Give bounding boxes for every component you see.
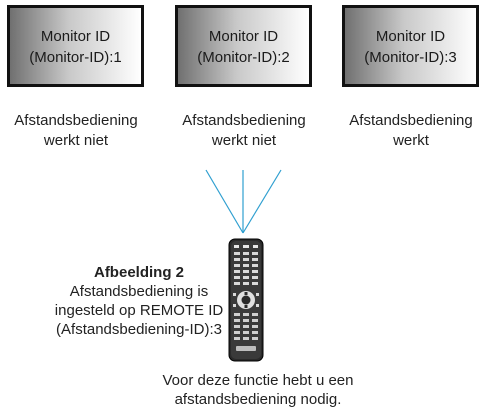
figure-caption: Afbeelding 2 Afstandsbediening is ingest…: [8, 263, 270, 339]
monitor-id-value: (Monitor-ID):2: [197, 49, 290, 66]
monitor-1: Monitor ID (Monitor-ID):1: [7, 5, 144, 87]
status-line: werkt niet: [43, 132, 109, 149]
monitor-2: Monitor ID (Monitor-ID):2: [175, 5, 312, 87]
footnote: Voor deze functie hebt u een afstandsbed…: [108, 371, 408, 409]
monitor-id-value: (Monitor-ID):1: [29, 49, 122, 66]
monitor-3: Monitor ID (Monitor-ID):3: [342, 5, 479, 87]
caption-line: ingesteld op REMOTE ID: [54, 302, 224, 319]
status-line: Afstandsbediening: [182, 112, 306, 129]
caption-line: (Afstandsbediening-ID):3: [56, 321, 222, 338]
monitor-3-status: Afstandsbediening werkt: [331, 111, 487, 151]
monitor-id-label: Monitor ID: [208, 28, 279, 45]
status-line: werkt: [393, 132, 429, 149]
monitor-id-value: (Monitor-ID):3: [364, 49, 457, 66]
caption-line: Afstandsbediening is: [69, 283, 209, 300]
status-line: Afstandsbediening: [14, 112, 138, 129]
monitor-2-status: Afstandsbediening werkt niet: [164, 111, 324, 151]
status-line: Afstandsbediening: [349, 112, 473, 129]
note-line: Voor deze functie hebt u een: [162, 372, 354, 389]
status-line: werkt niet: [211, 132, 277, 149]
monitor-id-label: Monitor ID: [375, 28, 446, 45]
signal-lines: [205, 169, 282, 234]
figure-title: Afbeelding 2: [93, 264, 184, 281]
note-line: afstandsbediening nodig.: [174, 391, 342, 408]
signal-line-left: [205, 169, 244, 234]
monitor-1-status: Afstandsbediening werkt niet: [0, 111, 156, 151]
monitor-id-label: Monitor ID: [40, 28, 111, 45]
remote-control-icon: [228, 238, 264, 362]
signal-line-right: [242, 169, 282, 234]
